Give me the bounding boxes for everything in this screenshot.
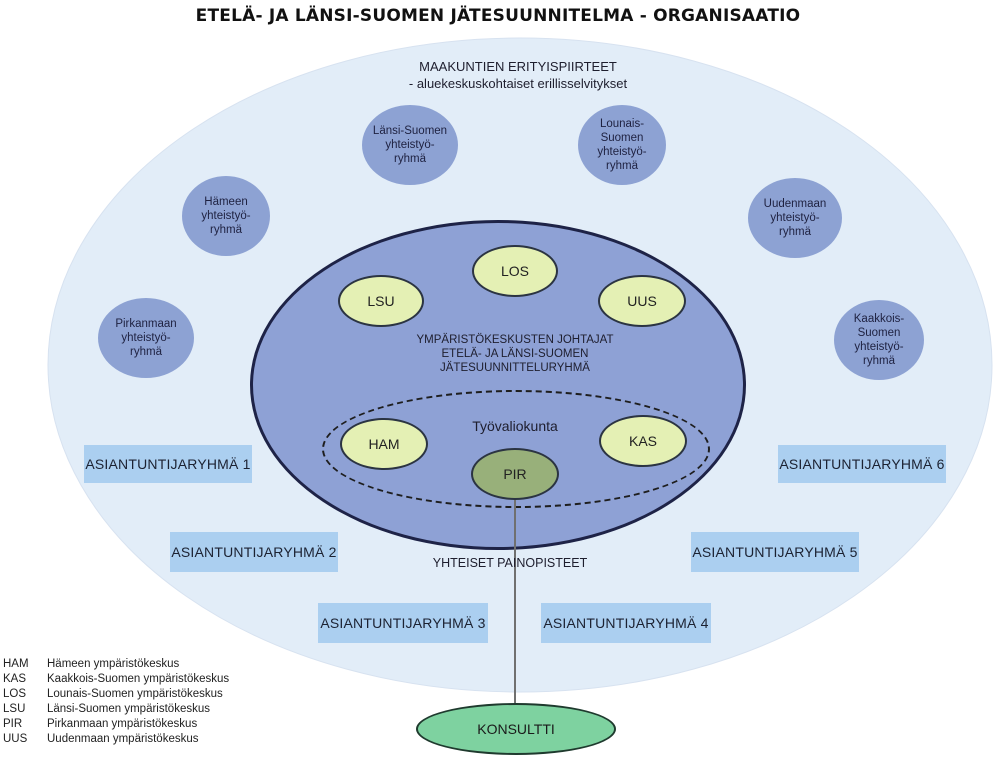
legend: HAM Hämeen ympäristökeskus KAS Kaakkois-Su… — [3, 657, 229, 747]
legend-abbr: PIR — [3, 718, 23, 730]
expert-group-3: ASIANTUNTIJARYHMÄ 3 — [318, 603, 488, 643]
group-kaakkois-suomen: Kaakkois- Suomen yhteistyö- ryhmä — [834, 300, 924, 380]
legend-name: Lounais-Suomen ympäristökeskus — [47, 688, 223, 700]
diagram-title: ETELÄ- JA LÄNSI-SUOMEN JÄTESUUNNITELMA -… — [195, 6, 801, 26]
legend-row: UUS Uudenmaan ympäristökeskus — [3, 732, 229, 747]
expert-group-6: ASIANTUNTIJARYHMÄ 6 — [778, 445, 946, 483]
node-ham: HAM — [340, 418, 428, 470]
legend-row: HAM Hämeen ympäristökeskus — [3, 657, 229, 672]
legend-name: Uudenmaan ympäristökeskus — [47, 733, 199, 745]
legend-abbr: LSU — [3, 703, 26, 715]
center-label-line1: YMPÄRISTÖKESKUSTEN JOHTAJAT — [416, 334, 614, 346]
connector-line — [514, 482, 516, 712]
legend-name: Hämeen ympäristökeskus — [47, 658, 180, 670]
group-hameen: Hämeen yhteistyö- ryhmä — [182, 176, 270, 256]
node-uus: UUS — [598, 275, 686, 327]
legend-name: Pirkanmaan ympäristökeskus — [47, 718, 198, 730]
node-lsu: LSU — [338, 275, 424, 327]
legend-abbr: LOS — [3, 688, 27, 700]
center-label-line3: JÄTESUUNNITTELURYHMÄ — [440, 362, 590, 374]
expert-group-4: ASIANTUNTIJARYHMÄ 4 — [541, 603, 711, 643]
legend-row: KAS Kaakkois-Suomen ympäristökeskus — [3, 672, 229, 687]
group-uudenmaan: Uudenmaan yhteistyö- ryhmä — [748, 178, 842, 258]
group-pirkanmaan: Pirkanmaan yhteistyö- ryhmä — [98, 298, 194, 378]
legend-abbr: KAS — [3, 673, 27, 685]
legend-name: Kaakkois-Suomen ympäristökeskus — [47, 673, 230, 685]
expert-group-2: ASIANTUNTIJARYHMÄ 2 — [170, 532, 338, 572]
expert-group-5: ASIANTUNTIJARYHMÄ 5 — [691, 532, 859, 572]
node-kas: KAS — [599, 415, 687, 467]
expert-group-1: ASIANTUNTIJARYHMÄ 1 — [84, 445, 252, 483]
group-lounais-suomen: Lounais- Suomen yhteistyö- ryhmä — [578, 105, 666, 185]
common-priorities-label: YHTEISET PAINOPISTEET — [432, 556, 588, 570]
outer-subheading: - aluekeskuskohtaiset erillisselvitykset — [408, 76, 628, 91]
legend-row: LSU Länsi-Suomen ympäristökeskus — [3, 702, 229, 717]
working-committee-label: Työvaliokunta — [472, 418, 558, 434]
node-los: LOS — [472, 245, 558, 297]
legend-name: Länsi-Suomen ympäristökeskus — [47, 703, 210, 715]
legend-abbr: UUS — [3, 733, 28, 745]
node-pir: PIR — [471, 448, 559, 500]
legend-row: PIR Pirkanmaan ympäristökeskus — [3, 717, 229, 732]
legend-row: LOS Lounais-Suomen ympäristökeskus — [3, 687, 229, 702]
group-lansi-suomen: Länsi-Suomen yhteistyö- ryhmä — [362, 105, 458, 185]
consultant-node: KONSULTTI — [416, 703, 616, 755]
working-committee-boundary — [322, 390, 710, 508]
outer-heading: MAAKUNTIEN ERITYISPIIRTEET — [419, 59, 617, 74]
center-label-line2: ETELÄ- JA LÄNSI-SUOMEN — [441, 348, 589, 360]
legend-abbr: HAM — [3, 658, 29, 670]
